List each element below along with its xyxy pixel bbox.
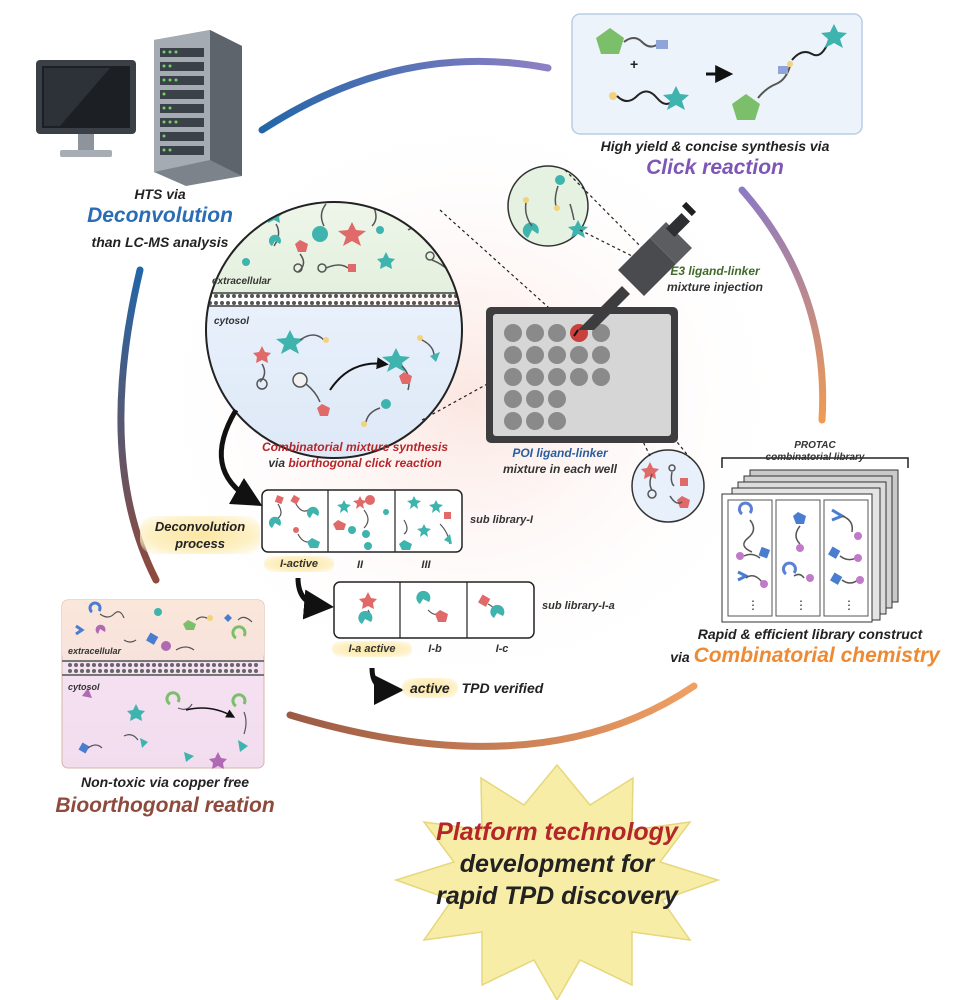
poi-line2: mixture in each well [502, 462, 618, 476]
bioorthogonal-reation-label: Bioorthogonal reation [55, 794, 275, 817]
bio-extracellular-label: extracellular [68, 646, 122, 656]
protac-library-stack [721, 457, 909, 623]
deconvolution-arrow-2 [295, 577, 334, 620]
pipette-icon [573, 201, 697, 337]
combinatorial-chemistry-label: Combinatorial chemistry [693, 644, 940, 667]
i-active-label: I-active [264, 556, 334, 572]
cell-extracellular-label: extracellular [212, 276, 271, 287]
deconvolution-line1: Deconvolution [154, 519, 246, 534]
protac-line2: combinatorial library [765, 452, 865, 463]
click-reaction-panel [571, 13, 863, 135]
deconvolution-process-label: Deconvolution process [140, 516, 260, 554]
active-tpd-verified-label: active TPD verified [402, 678, 544, 698]
pentagon-ligand-icon [596, 28, 624, 54]
tpd-verified-text: TPD verified [457, 680, 544, 696]
e3-line2: mixture injection [666, 280, 764, 294]
deconvolution-arrow-1 [218, 408, 263, 507]
cycle-arc-bottom [286, 682, 698, 750]
e3-line1: E3 ligand-linker [670, 264, 760, 278]
cell-membrane [206, 292, 462, 307]
platform-starburst [393, 763, 721, 1000]
library-line1: Rapid & efficient library construct [697, 626, 923, 642]
bio-cytosol-label: cytosol [68, 682, 100, 692]
iii-label: III [421, 559, 431, 571]
ii-label: II [356, 559, 364, 571]
ib-label: I-b [428, 643, 442, 655]
sub-library-ia-label: sub library-I-a [542, 600, 615, 612]
protac-dots-3: ⋮ [843, 598, 855, 612]
protac-dots-2: ⋮ [795, 598, 807, 612]
cell-cytosol-label: cytosol [214, 316, 250, 327]
hts-line3: than LC-MS analysis [91, 234, 229, 250]
platform-line2: development for [459, 850, 655, 878]
protac-line1: PROTAC [794, 440, 836, 451]
sub-library-i-box [261, 489, 463, 553]
cell-reaction-arrow [329, 357, 389, 391]
ia-active-label: I-a active [332, 641, 412, 657]
biorthogonal-click-label: biorthogonal click reaction [288, 456, 442, 470]
platform-line3: rapid TPD discovery [436, 882, 678, 910]
cycle-arc-top [258, 57, 552, 134]
combinatorial-mixture-line1: Combinatorial mixture synthesis [261, 440, 449, 454]
sub-library-i-label: sub library-I [470, 514, 533, 526]
combinatorial-mixture-line2: via biorthogonal click reaction [230, 456, 480, 470]
poi-line1: POI ligand-linker [512, 446, 608, 460]
computer-monitor-icon [36, 60, 136, 157]
ic-label: I-c [495, 643, 509, 655]
sub-library-i-a-box [333, 581, 535, 639]
server-rack-icon [154, 30, 242, 186]
active-highlight: active [402, 678, 458, 698]
e3-zoom-circle [507, 165, 589, 247]
deconvolution-line2: process [175, 536, 225, 551]
library-prefix: via [670, 649, 694, 665]
click-reaction-label: Click reaction [646, 156, 784, 179]
bio-line1: Non-toxic via copper free [80, 774, 250, 790]
plus-sign: + [630, 56, 639, 72]
click-line1: High yield & concise synthesis via [600, 138, 830, 154]
combinatorial-mixture-prefix: via [268, 456, 289, 470]
protac-dots-1: ⋮ [747, 598, 759, 612]
hts-deconvolution-label: Deconvolution [87, 204, 233, 227]
platform-line1: Platform technology [436, 818, 678, 846]
bioorthogonal-panel [61, 599, 265, 769]
deconvolution-arrow-3 [369, 667, 404, 705]
cycle-arc-right [738, 186, 827, 424]
well-plate [486, 307, 678, 443]
star-ligand-icon [663, 86, 689, 110]
library-line2: via Combinatorial chemistry [640, 644, 970, 668]
poi-zoom-circle [631, 449, 705, 523]
hts-line1: HTS via [134, 186, 186, 202]
